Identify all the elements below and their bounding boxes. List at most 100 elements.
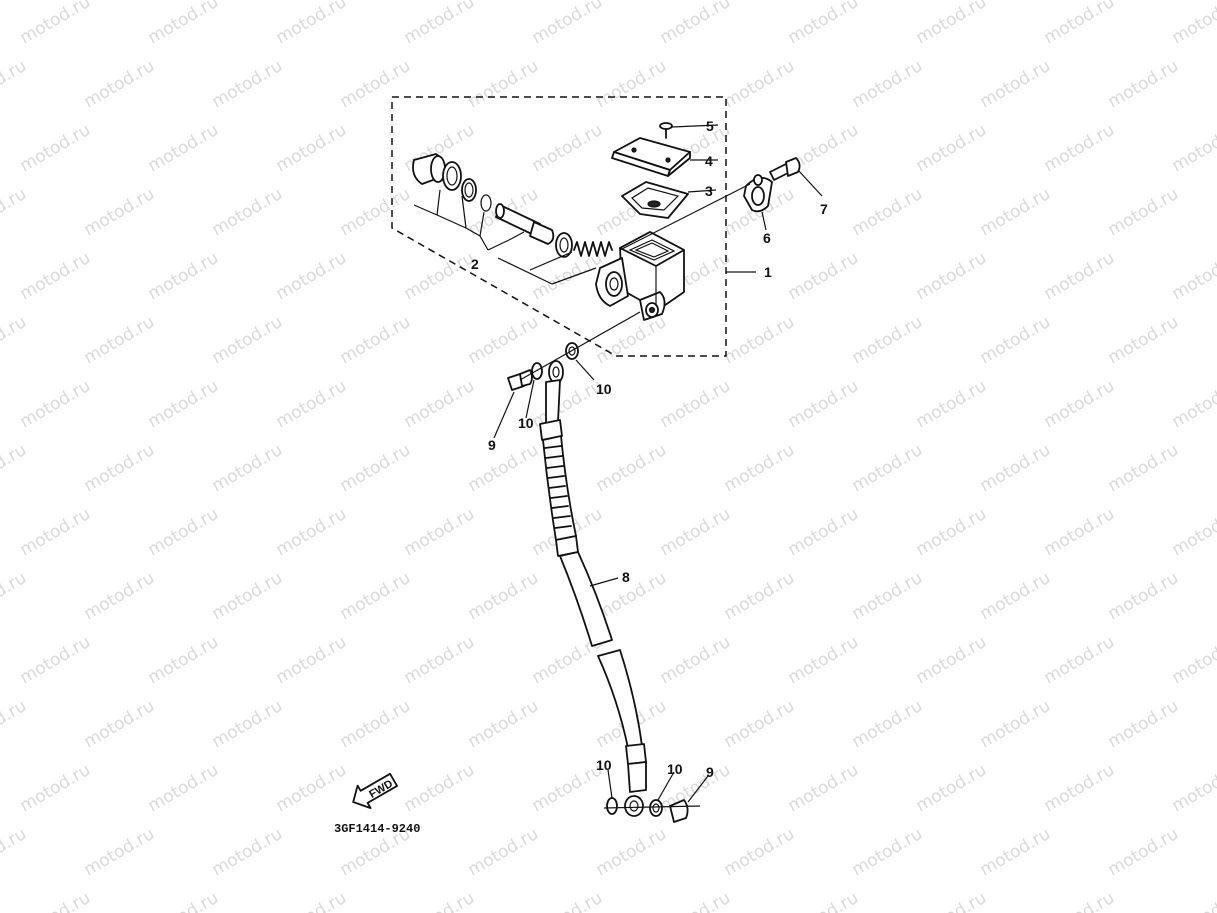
watermark-text: motod.ru xyxy=(209,568,287,624)
watermark-text: motod.ru xyxy=(913,760,991,816)
watermark-text: motod.ru xyxy=(593,56,671,112)
watermark-text: motod.ru xyxy=(401,632,479,688)
watermark-text: motod.ru xyxy=(977,824,1055,880)
leader-lines xyxy=(493,124,823,803)
watermark-text: motod.ru xyxy=(593,312,671,368)
watermark-text: motod.ru xyxy=(1169,376,1217,432)
callout-8: 8 xyxy=(622,569,630,585)
watermark-text: motod.ru xyxy=(401,0,479,48)
master-cylinder-body xyxy=(595,231,685,321)
callout-2: 2 xyxy=(471,256,479,272)
watermark-text: motod.ru xyxy=(465,568,543,624)
watermark-text: motod.ru xyxy=(145,504,223,560)
watermark-text: motod.ru xyxy=(657,632,735,688)
watermark-text: motod.ru xyxy=(849,312,927,368)
watermark-text: motod.ru xyxy=(785,376,863,432)
watermark-text: motod.ru xyxy=(0,56,30,112)
watermark-text: motod.ru xyxy=(209,696,287,752)
watermark-text: motod.ru xyxy=(273,376,351,432)
watermark-text: motod.ru xyxy=(337,312,415,368)
watermark-text: motod.ru xyxy=(913,0,991,48)
watermark-text: motod.ru xyxy=(1041,248,1119,304)
watermark-text: motod.ru xyxy=(81,440,159,496)
watermark-text: motod.ru xyxy=(209,56,287,112)
watermark-text: motod.ru xyxy=(0,440,30,496)
watermark-text: motod.ru xyxy=(337,56,415,112)
holder-bolt xyxy=(769,157,801,181)
watermark-text: motod.ru xyxy=(721,568,799,624)
diagram-code: 3GF1414-9240 xyxy=(334,822,420,836)
watermark-text: motod.ru xyxy=(1041,376,1119,432)
watermark-text: motod.ru xyxy=(1041,120,1119,176)
watermark-text: motod.ru xyxy=(849,696,927,752)
watermark-text: motod.ru xyxy=(401,888,479,913)
watermark-text: motod.ru xyxy=(1169,760,1217,816)
watermark-text: motod.ru xyxy=(1041,0,1119,48)
watermark-text: motod.ru xyxy=(81,568,159,624)
watermark-text: motod.ru xyxy=(337,184,415,240)
reservoir-cap xyxy=(611,137,691,177)
watermark-text: motod.ru xyxy=(529,120,607,176)
watermark-text: motod.ru xyxy=(1041,760,1119,816)
watermark-text: motod.ru xyxy=(785,760,863,816)
diaphragm xyxy=(621,181,689,219)
watermark-text: motod.ru xyxy=(17,504,95,560)
callout-7: 7 xyxy=(820,201,828,217)
watermark-text: motod.ru xyxy=(1105,696,1183,752)
watermark-text: motod.ru xyxy=(273,760,351,816)
watermark-text: motod.ru xyxy=(849,184,927,240)
watermark-text: motod.ru xyxy=(17,120,95,176)
watermark-text: motod.ru xyxy=(1041,888,1119,913)
callout-10-lower-left: 10 xyxy=(596,757,612,773)
watermark-text: motod.ru xyxy=(785,888,863,913)
watermark-text: motod.ru xyxy=(913,888,991,913)
watermark-text: motod.ru xyxy=(273,248,351,304)
watermark-text: motod.ru xyxy=(913,376,991,432)
watermark-text: motod.ru xyxy=(1105,184,1183,240)
piston-kit xyxy=(412,153,613,285)
watermark-text: motod.ru xyxy=(913,248,991,304)
watermark-text: motod.ru xyxy=(1105,312,1183,368)
watermark-text: motod.ru xyxy=(145,888,223,913)
watermark-text: motod.ru xyxy=(81,824,159,880)
watermark-text: motod.ru xyxy=(977,184,1055,240)
watermark-text: motod.ru xyxy=(209,312,287,368)
watermark-text: motod.ru xyxy=(977,312,1055,368)
watermark-text: motod.ru xyxy=(657,376,735,432)
watermark-text: motod.ru xyxy=(913,632,991,688)
watermark-text: motod.ru xyxy=(1105,440,1183,496)
watermark-text: motod.ru xyxy=(1169,248,1217,304)
watermark-text: motod.ru xyxy=(1105,568,1183,624)
watermark-text: motod.ru xyxy=(17,376,95,432)
callout-5: 5 xyxy=(706,118,714,134)
watermark-text: motod.ru xyxy=(81,184,159,240)
watermark-text: motod.ru xyxy=(1169,888,1217,913)
watermark-text: motod.ru xyxy=(465,440,543,496)
watermark-text: motod.ru xyxy=(913,504,991,560)
watermark-text: motod.ru xyxy=(721,696,799,752)
watermark-text: motod.ru xyxy=(1169,504,1217,560)
watermark-text: motod.ru xyxy=(273,632,351,688)
watermark-text: motod.ru xyxy=(1169,0,1217,48)
watermark-text: motod.ru xyxy=(209,184,287,240)
watermark-text: motod.ru xyxy=(337,440,415,496)
watermark-text: motod.ru xyxy=(0,312,30,368)
watermark-text: motod.ru xyxy=(145,120,223,176)
watermark-text: motod.ru xyxy=(529,760,607,816)
watermark-text: motod.ru xyxy=(145,0,223,48)
watermark-text: motod.ru xyxy=(17,248,95,304)
watermark-text: motod.ru xyxy=(1169,120,1217,176)
watermark-text: motod.ru xyxy=(17,0,95,48)
callout-1: 1 xyxy=(764,264,772,280)
watermark-text: motod.ru xyxy=(785,632,863,688)
watermark-text: motod.ru xyxy=(17,632,95,688)
callouts: 1 2 3 4 5 6 7 8 9 9 10 10 10 10 xyxy=(471,118,828,780)
watermark-text: motod.ru xyxy=(657,0,735,48)
brake-hose xyxy=(507,311,701,823)
watermark-text: motod.ru xyxy=(17,888,95,913)
watermark-text: motod.ru xyxy=(593,824,671,880)
watermark-text: motod.ru xyxy=(785,0,863,48)
watermark-text: motod.ru xyxy=(0,184,30,240)
watermark-text: motod.ru xyxy=(1105,56,1183,112)
